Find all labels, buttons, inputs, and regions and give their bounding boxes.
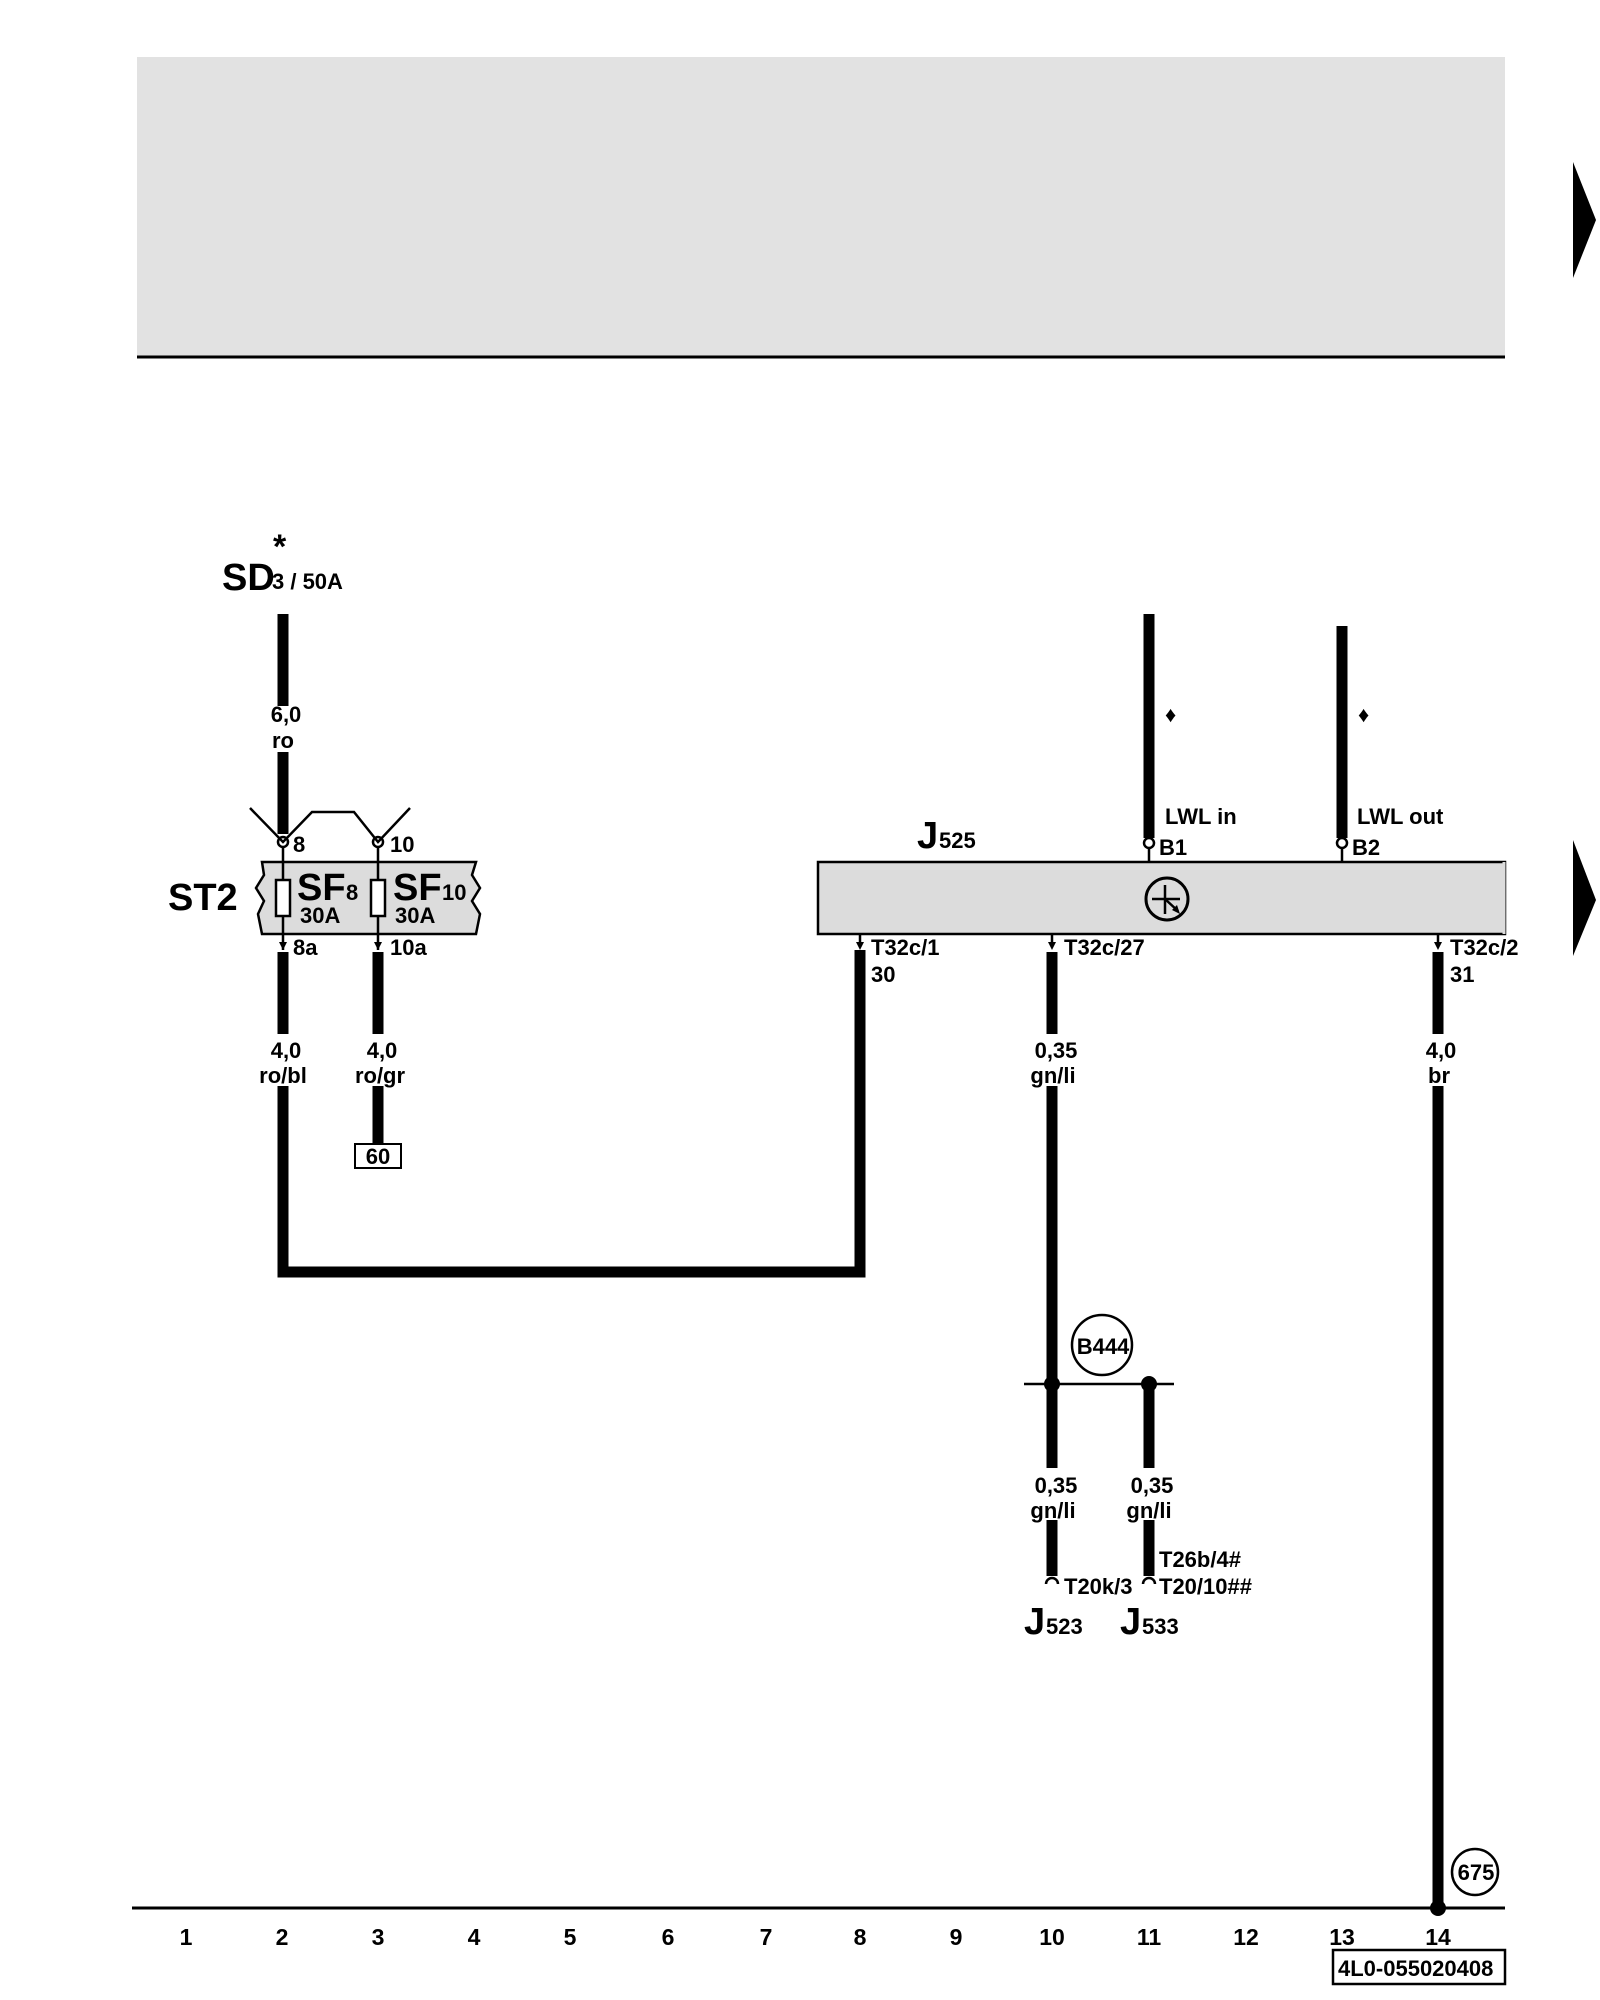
lwl-out-label: LWL out — [1357, 804, 1444, 829]
pin-b1-connector — [1142, 836, 1156, 850]
pin-b1-label: B1 — [1159, 835, 1187, 860]
svg-text:30: 30 — [871, 962, 895, 987]
fuse-sf8: 8 SF 8 30A 8a — [274, 832, 358, 960]
grid-number: 6 — [662, 1924, 675, 1950]
pin-t32c-1: T32c/1 30 — [856, 934, 940, 987]
continuation-ref[interactable]: 60 — [366, 1144, 390, 1169]
wire-label-size: 4,0 — [271, 1038, 302, 1063]
grid-number: 4 — [468, 1924, 481, 1950]
pin-t32c-27: T32c/27 — [1048, 934, 1145, 960]
svg-text:T32c/2: T32c/2 — [1450, 935, 1519, 960]
wire-label-color: ro/gr — [355, 1063, 406, 1088]
svg-text:T32c/1: T32c/1 — [871, 935, 940, 960]
wire-label-size: 0,35 — [1131, 1473, 1174, 1498]
fuse-10-rating: 30A — [395, 903, 435, 928]
fuse-8-index: 8 — [346, 880, 358, 905]
wire-label-size: 4,0 — [367, 1038, 398, 1063]
grid-number: 10 — [1039, 1924, 1065, 1950]
wire-label-color: gn/li — [1030, 1498, 1075, 1523]
target-j533-name[interactable]: J — [1120, 1601, 1141, 1643]
pin-t2010-label: T20/10## — [1159, 1574, 1252, 1599]
fuse-8-name: SF — [297, 867, 346, 909]
pin-8a-label: 8a — [293, 935, 318, 960]
grid-number: 1 — [180, 1924, 193, 1950]
lwl-in-label: LWL in — [1165, 804, 1237, 829]
fuse-box-name: ST2 — [168, 877, 238, 919]
fuse-8-rating: 30A — [300, 903, 340, 928]
fuse-8-element — [274, 878, 292, 918]
wire-label-color: gn/li — [1030, 1063, 1075, 1088]
next-page-arrow-middle[interactable] — [1573, 840, 1596, 956]
target-j533-index[interactable]: 533 — [1142, 1614, 1179, 1639]
pin-8a-arrow — [279, 942, 287, 950]
pin-t32c-2: T32c/2 31 — [1434, 934, 1519, 987]
connection-ref-circle — [1070, 1313, 1134, 1377]
wire-ro-bl-route — [277, 950, 866, 1278]
wire-label-color: br — [1428, 1063, 1450, 1088]
wire-label-size: 4,0 — [1426, 1038, 1457, 1063]
grid-number: 11 — [1137, 1924, 1162, 1950]
grid-number: 5 — [564, 1924, 577, 1950]
document-id-box — [1331, 1948, 1507, 1986]
wire-label-size: 0,35 — [1035, 1473, 1078, 1498]
fuse-10-name: SF — [393, 867, 442, 909]
grid-number: 2 — [276, 1924, 289, 1950]
grid-number: 8 — [854, 1924, 867, 1950]
pin-b2-label: B2 — [1352, 835, 1380, 860]
wire-label-size: 0,35 — [1035, 1038, 1078, 1063]
target-j523-name[interactable]: J — [1024, 1601, 1045, 1643]
pin-10a-label: 10a — [390, 935, 427, 960]
fibre-out-marker: ♦ — [1358, 702, 1369, 727]
svg-text:31: 31 — [1450, 962, 1474, 987]
fuse-box-body — [254, 860, 482, 936]
power-source-star: * — [273, 528, 287, 566]
fuse-sf10: 10 SF 10 30A 10a — [369, 832, 466, 960]
pin-8-label: 8 — [293, 832, 305, 857]
pin-10-label: 10 — [390, 832, 414, 857]
ground-ref-circle — [1450, 1847, 1500, 1897]
document-id: 4L0-055020408 — [1338, 1956, 1493, 1981]
wire-label-color: ro — [272, 728, 294, 753]
pin-t20k3-label: T20k/3 — [1064, 1574, 1133, 1599]
wire-label-color: gn/li — [1126, 1498, 1171, 1523]
fuse-bus-bar — [249, 807, 411, 844]
grid-number: 9 — [950, 1924, 963, 1950]
module-j525-index: 525 — [939, 828, 976, 853]
grid-number: 12 — [1233, 1924, 1259, 1950]
fuse-10-index: 10 — [442, 880, 466, 905]
pin-10a-arrow — [374, 942, 382, 950]
grid-number: 7 — [760, 1924, 773, 1950]
optical-transceiver-icon — [1144, 876, 1190, 922]
fuse-10-element — [369, 878, 387, 918]
power-source-name: SD — [222, 557, 275, 599]
next-page-arrow-top[interactable] — [1573, 162, 1596, 278]
pin-b2-connector — [1335, 836, 1349, 850]
connection-ref: B444 — [1077, 1334, 1130, 1359]
header-block — [137, 57, 1505, 357]
grid-number: 3 — [372, 1924, 385, 1950]
pin-t26b4-connector — [1141, 1576, 1157, 1585]
power-source-sub: 3 / 50A — [272, 569, 343, 594]
pin-t26b4-label: T26b/4# — [1159, 1547, 1241, 1572]
module-j525-name: J — [917, 815, 938, 857]
continuation-ref-box[interactable] — [354, 1143, 402, 1169]
grid-number: 14 — [1425, 1924, 1451, 1950]
ground-ref: 675 — [1458, 1860, 1495, 1885]
target-j523-index[interactable]: 523 — [1046, 1614, 1083, 1639]
fibre-in-marker: ♦ — [1165, 702, 1176, 727]
wire-label-size: 6,0 — [271, 702, 302, 727]
pin-t20k3-connector — [1044, 1576, 1060, 1585]
svg-text:T32c/27: T32c/27 — [1064, 935, 1145, 960]
wire-label-color: ro/bl — [259, 1063, 307, 1088]
grid-number: 13 — [1329, 1924, 1355, 1950]
